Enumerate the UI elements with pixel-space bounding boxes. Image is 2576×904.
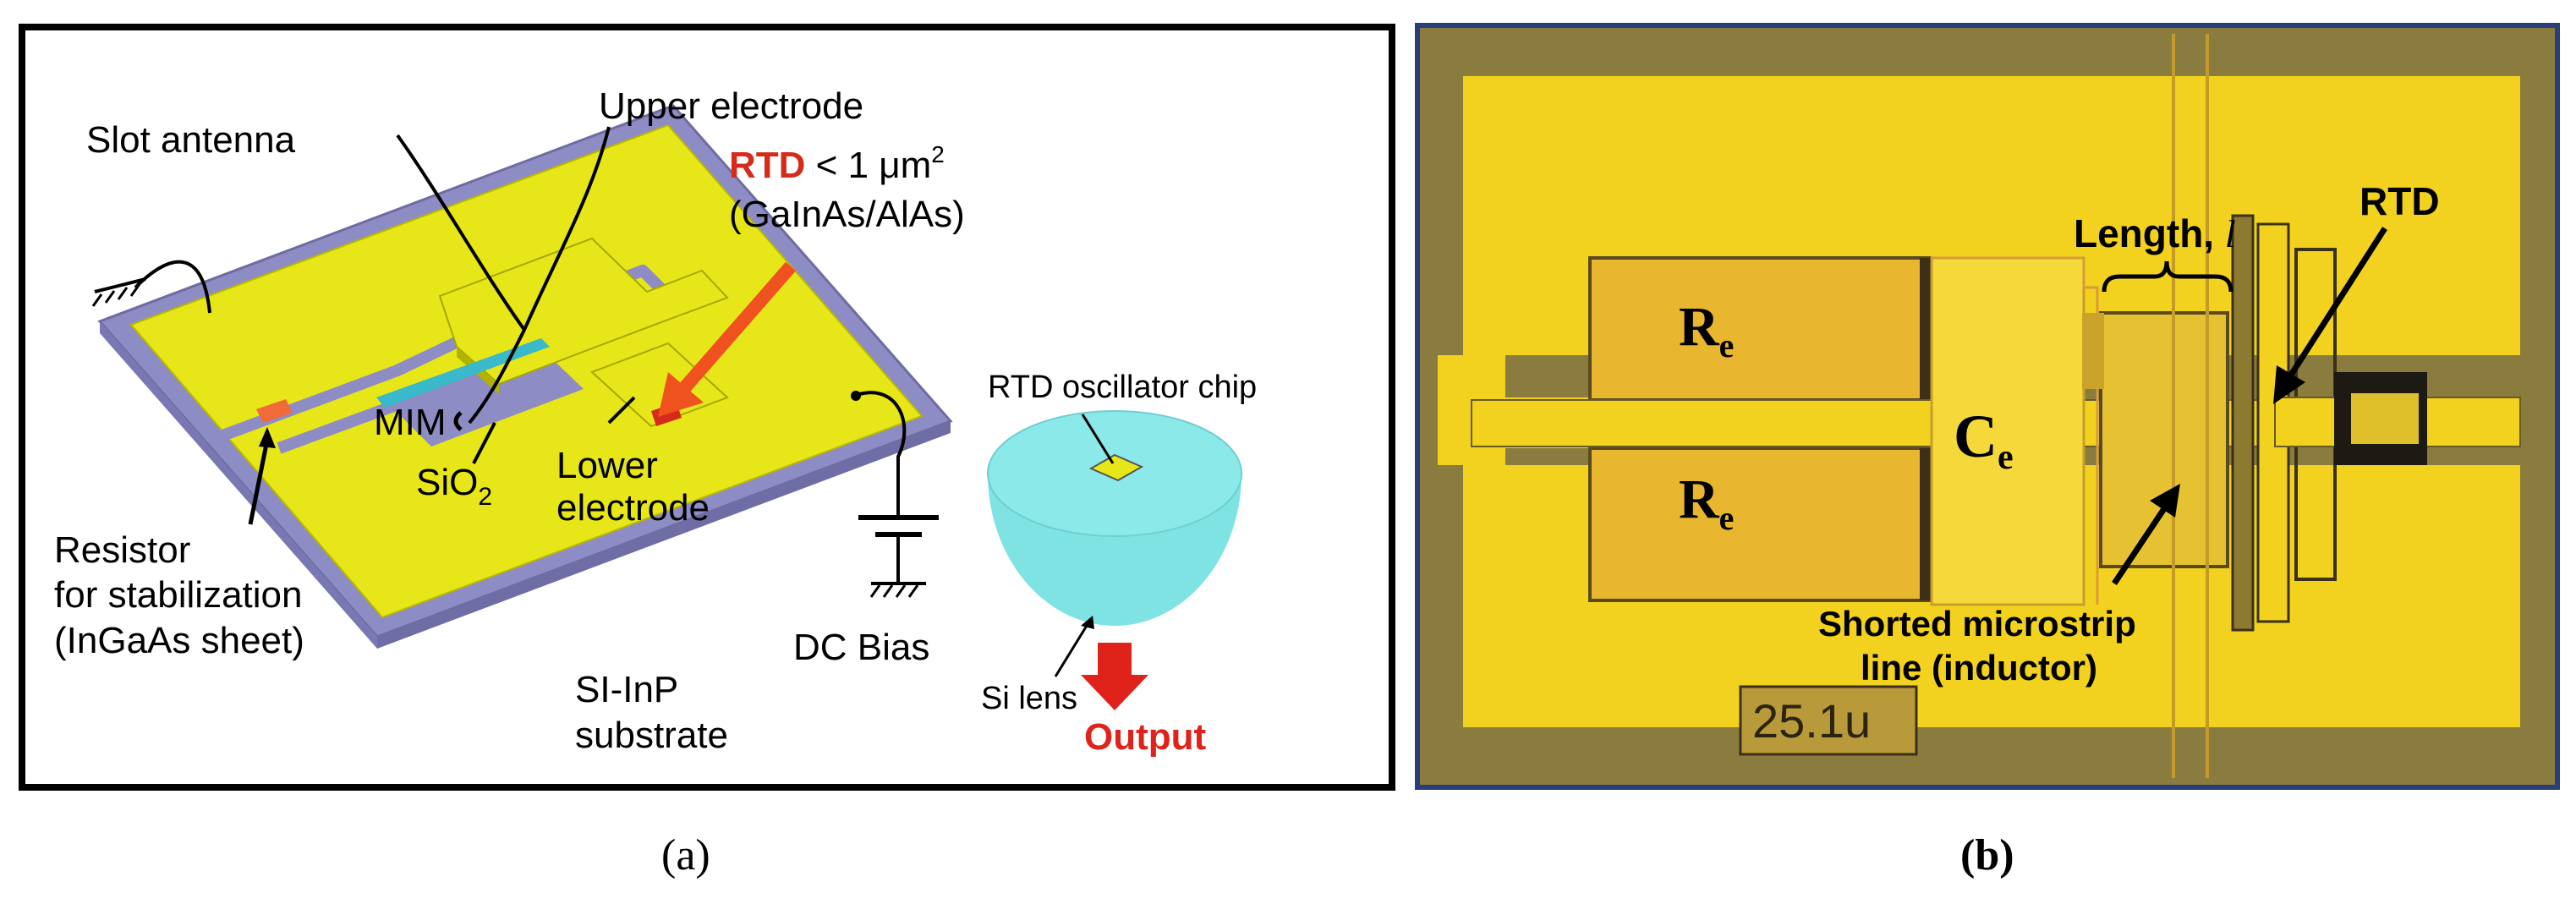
label-resistor-2: for stabilization bbox=[54, 574, 302, 616]
output-arrow-shaft bbox=[1098, 643, 1132, 677]
label-rtd-chip: RTD oscillator chip bbox=[988, 370, 1257, 405]
label-mim: MIM bbox=[374, 402, 447, 443]
rtd-arrow-shaft bbox=[2286, 227, 2387, 381]
mim-layer bbox=[376, 338, 550, 408]
re-resistor-upper bbox=[1588, 256, 1932, 402]
inductor-arrow-shaft bbox=[2112, 506, 2168, 585]
label-substrate-1: SI-InP bbox=[575, 669, 678, 710]
label-length: Length, l bbox=[2074, 211, 2236, 255]
rtd-chip bbox=[1088, 453, 1144, 482]
re-resistor-lower bbox=[1588, 447, 1932, 602]
resistor-leader bbox=[248, 439, 270, 525]
label-resistor-1: Resistor bbox=[54, 529, 190, 571]
re-edge-lower bbox=[1920, 448, 1932, 600]
label-rtd-b: RTD bbox=[2360, 179, 2440, 223]
re-edge-upper bbox=[1920, 258, 1932, 400]
dc-bias-wire bbox=[853, 391, 907, 516]
label-sio2: SiO2 bbox=[416, 462, 492, 511]
panel-b: Length, l RTD Re Re Ce Shorted microstri… bbox=[1415, 23, 2560, 879]
rtd-pointer-arrow-head bbox=[658, 372, 704, 417]
label-output: Output bbox=[1084, 716, 1207, 758]
label-shorted-1: Shorted microstrip bbox=[1818, 604, 2136, 644]
resistor-patch bbox=[256, 399, 293, 423]
mim-brace bbox=[453, 411, 463, 431]
label-ce: Ce bbox=[1954, 403, 2014, 477]
dark-pad-inner bbox=[2351, 393, 2419, 444]
inductor-arrow-head bbox=[2150, 484, 2180, 518]
rtd-word: RTD bbox=[729, 145, 805, 186]
ground-symbol-left-1 bbox=[94, 277, 146, 293]
label-rtd-material: (GaInAs/AlAs) bbox=[729, 194, 965, 235]
label-rtd-size: RTD < 1 μm2 bbox=[729, 141, 945, 186]
label-dc-bias: DC Bias bbox=[793, 627, 929, 668]
chip-leader bbox=[1081, 414, 1115, 464]
upper-electrode-leader bbox=[468, 126, 611, 425]
ce-outline bbox=[1932, 256, 2099, 605]
label-upper-electrode: Upper electrode bbox=[599, 85, 863, 127]
rtd-size-exp: 2 bbox=[931, 141, 945, 167]
substrate-edge bbox=[377, 421, 951, 649]
label-lower-electrode-2: electrode bbox=[556, 487, 710, 529]
output-arrow-head bbox=[1081, 675, 1148, 710]
label-shorted-2: line (inductor) bbox=[1861, 648, 2097, 688]
label-re-lower: Re bbox=[1679, 468, 1734, 537]
rtd-size: < 1 μm bbox=[805, 145, 931, 186]
strip-dark-1 bbox=[2231, 214, 2255, 632]
panel-a: Slot antenna Upper electrode RTD < 1 μm2… bbox=[19, 24, 1395, 879]
label-slot-antenna: Slot antenna bbox=[86, 119, 296, 161]
ground-wire-left bbox=[134, 260, 211, 314]
sio2-leader bbox=[472, 422, 496, 464]
substrate-edge-left bbox=[100, 321, 377, 649]
scale-box bbox=[1739, 685, 1918, 756]
label-substrate-2: substrate bbox=[575, 715, 728, 756]
label-re-upper: Re bbox=[1679, 296, 1734, 364]
label-scale: 25.1u bbox=[1752, 694, 1871, 748]
gold-left-top-tab bbox=[1438, 355, 1505, 397]
slot-antenna-leader bbox=[396, 134, 526, 331]
rtd-arrow-head bbox=[2273, 365, 2305, 404]
rtd-pointer-arrow-shaft bbox=[679, 261, 797, 392]
length-brace bbox=[2102, 260, 2233, 293]
gold-left-bottom-tab bbox=[1438, 448, 1505, 465]
lower-electrode-leader bbox=[607, 396, 636, 425]
label-lower-electrode-1: Lower bbox=[556, 445, 658, 486]
ce-capacitor bbox=[1930, 256, 2085, 606]
label-resistor-3: (InGaAs sheet) bbox=[54, 620, 304, 661]
caption-b: (b) bbox=[1960, 831, 2014, 879]
inductor-step bbox=[2082, 313, 2104, 389]
si-lens-leader bbox=[1054, 621, 1091, 677]
label-si-lens: Si lens bbox=[981, 681, 1077, 716]
caption-a: (a) bbox=[661, 831, 710, 879]
